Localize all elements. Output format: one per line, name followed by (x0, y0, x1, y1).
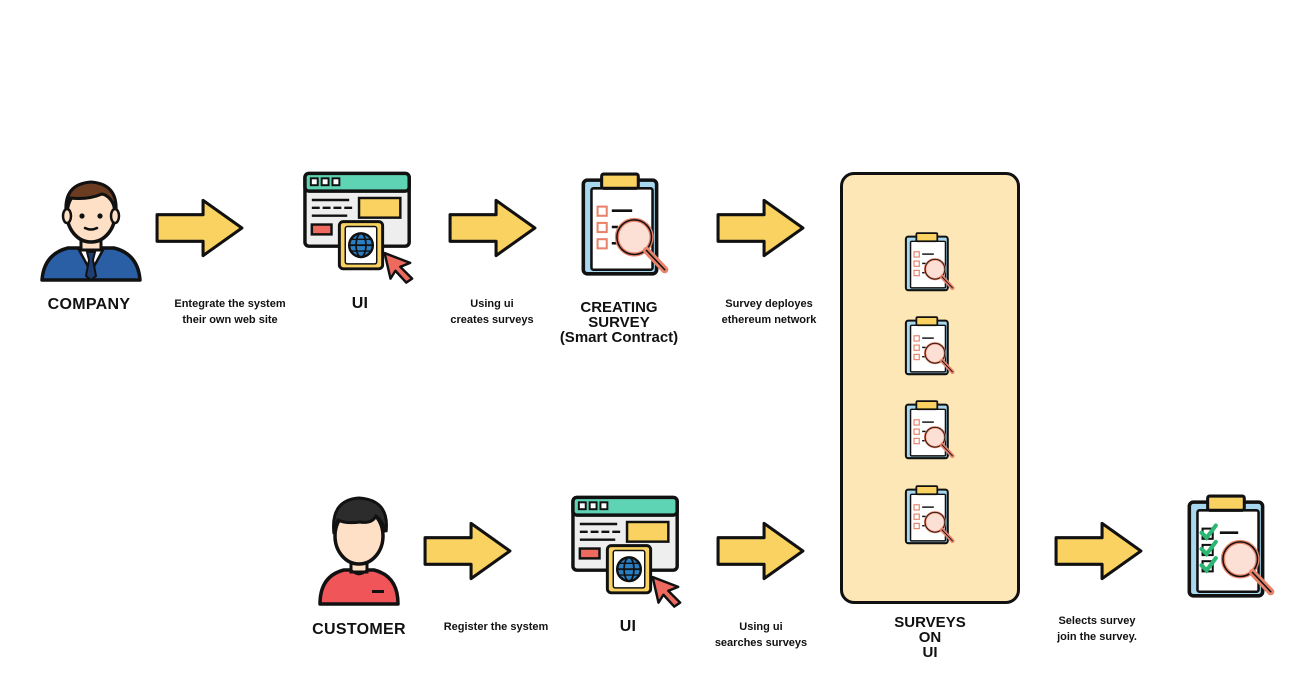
person-icon (318, 496, 400, 606)
clipboard-checklist-magnifier-icon (1172, 494, 1284, 606)
edge-label-integrate: Entegrate the system their own web site (174, 298, 286, 326)
edge-label-register: Register the system (443, 621, 549, 633)
clipboard-magnifier-icon (566, 172, 678, 284)
clipboard-magnifier-icon (896, 400, 960, 464)
surveys-on-ui-label: SURVEYS ON UI (894, 614, 966, 661)
edge-label-create: Using ui creates surveys (450, 298, 534, 326)
ui-top-label: UI (351, 295, 369, 312)
right-arrow-icon (715, 197, 807, 259)
edge-label-deploy: Survey deployes ethereum network (721, 298, 817, 326)
right-arrow-icon (715, 520, 807, 582)
right-arrow-icon (1053, 520, 1145, 582)
clipboard-magnifier-icon (896, 485, 960, 549)
ui-bottom-label: UI (619, 618, 637, 635)
customer-label: CUSTOMER (312, 621, 406, 638)
edge-label-search: Using ui searches surveys (714, 621, 808, 649)
creating-survey-label: CREATING SURVEY (Smart Contract) (559, 299, 679, 346)
right-arrow-icon (447, 197, 539, 259)
clipboard-magnifier-icon (896, 316, 960, 380)
clipboard-magnifier-icon (896, 232, 960, 296)
right-arrow-icon (422, 520, 514, 582)
company-label: COMPANY (47, 296, 131, 313)
businessman-icon (40, 180, 142, 282)
web-browser-globe-icon (302, 170, 420, 284)
right-arrow-icon (154, 197, 246, 259)
edge-label-select: Selects survey join the survey. (1057, 615, 1137, 643)
web-browser-globe-icon (570, 494, 688, 608)
